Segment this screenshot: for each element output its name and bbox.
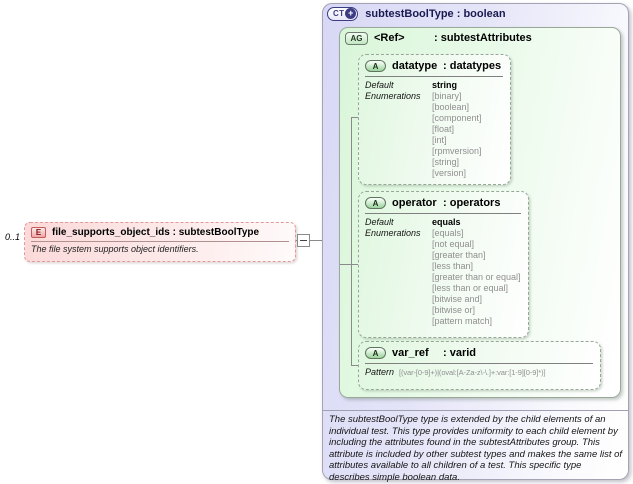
complextype-header: CT + subtestBoolType : boolean — [327, 6, 506, 21]
attribute-type: : operators — [443, 197, 501, 209]
enum-value: [bitwise or] — [432, 305, 476, 315]
attribute-facets-datatype: Default string Enumerations [binary] [bo… — [365, 80, 504, 179]
attribute-name: operator — [392, 197, 437, 209]
attribute-name: var_ref — [392, 347, 429, 359]
attribute-facets-varref: Pattern [(var-[0-9]+)|(oval:[A-Za-z\-\.]… — [365, 367, 594, 378]
enum-value: [boolean] — [432, 102, 470, 112]
attribute-badge-icon: A — [365, 347, 386, 359]
attribute-header-varref: A var_ref : varid — [365, 346, 594, 360]
element-box: E file_supports_object_ids : subtestBool… — [24, 222, 296, 262]
attributegroup-name: <Ref> — [374, 32, 405, 44]
element-description: The file system supports object identifi… — [31, 244, 199, 254]
attribute-name: datatype — [392, 60, 438, 72]
collapse-toggle[interactable] — [297, 234, 310, 247]
enum-value: [binary] — [432, 91, 462, 101]
connector-stub-varref — [352, 365, 359, 366]
connector-trunk — [351, 117, 352, 366]
enum-value: [bitwise and] — [432, 294, 483, 304]
attribute-header-operator: A operator : operators — [365, 196, 522, 210]
connector-stub-operator — [340, 264, 359, 265]
attributegroup-type: : subtestAttributes — [434, 32, 532, 44]
default-value: equals — [432, 217, 461, 227]
enum-value: [less than or equal] — [432, 283, 509, 293]
attribute-type: : varid — [443, 347, 477, 359]
separator — [31, 241, 289, 242]
enumerations-label: Enumerations — [365, 228, 421, 238]
minus-icon — [300, 240, 307, 241]
plus-icon[interactable]: + — [345, 8, 357, 19]
complextype-badge: CT + — [327, 6, 359, 21]
default-value: string — [432, 80, 458, 90]
element-badge-icon: E — [31, 227, 46, 238]
separator — [365, 76, 503, 77]
default-label: Default — [365, 80, 394, 90]
ct-badge-label: CT — [333, 9, 345, 18]
element-title: file_supports_object_ids : subtestBoolTy… — [52, 227, 260, 238]
enumeration-list: [equals] [not equal] [greater than] [les… — [432, 228, 522, 327]
enum-value: [less than] — [432, 261, 474, 271]
element-header: E file_supports_object_ids : subtestBool… — [31, 226, 289, 239]
attribute-box-datatype: A datatype : datatypes Default string En… — [358, 54, 511, 185]
default-label: Default — [365, 217, 394, 227]
enum-value: [string] — [432, 157, 460, 167]
enum-value: [pattern match] — [432, 316, 493, 326]
enum-value: [equals] — [432, 228, 464, 238]
enum-value: [greater than] — [432, 250, 486, 260]
type-annotation: The subtestBoolType type is extended by … — [329, 414, 623, 483]
separator — [365, 213, 521, 214]
attribute-type: : datatypes — [443, 60, 502, 72]
enumeration-list: [binary] [boolean] [component] [float] [… — [432, 91, 504, 179]
attributegroup-header: AG <Ref> : subtestAttributes — [345, 31, 532, 45]
attribute-facets-operator: Default equals Enumerations [equals] [no… — [365, 217, 522, 327]
enum-value: [greater than or equal] — [432, 272, 521, 282]
ag-badge: AG — [345, 31, 368, 45]
attribute-box-varref: A var_ref : varid Pattern [(var-[0-9]+)|… — [358, 341, 601, 390]
enum-value: [version] — [432, 168, 467, 178]
enumerations-label: Enumerations — [365, 91, 421, 101]
enum-value: [component] — [432, 113, 482, 123]
separator — [365, 363, 593, 364]
enum-value: [int] — [432, 135, 447, 145]
enum-value: [rpmversion] — [432, 146, 482, 156]
pattern-value: [(var-[0-9]+)|(oval:[A-Za-z\-\.]+:var:[1… — [399, 368, 546, 377]
attribute-badge-icon: A — [365, 60, 386, 72]
occurrence-label: 0..1 — [5, 232, 21, 242]
pattern-label: Pattern — [365, 367, 395, 377]
complextype-title: subtestBoolType : boolean — [365, 7, 506, 20]
attribute-badge-icon: A — [365, 197, 386, 209]
enum-value: [not equal] — [432, 239, 475, 249]
attribute-header-datatype: A datatype : datatypes — [365, 59, 504, 73]
attribute-box-operator: A operator : operators Default equals En… — [358, 191, 529, 338]
connector-stub-datatype — [352, 117, 359, 118]
annotation-divider — [323, 410, 628, 411]
enum-value: [float] — [432, 124, 455, 134]
